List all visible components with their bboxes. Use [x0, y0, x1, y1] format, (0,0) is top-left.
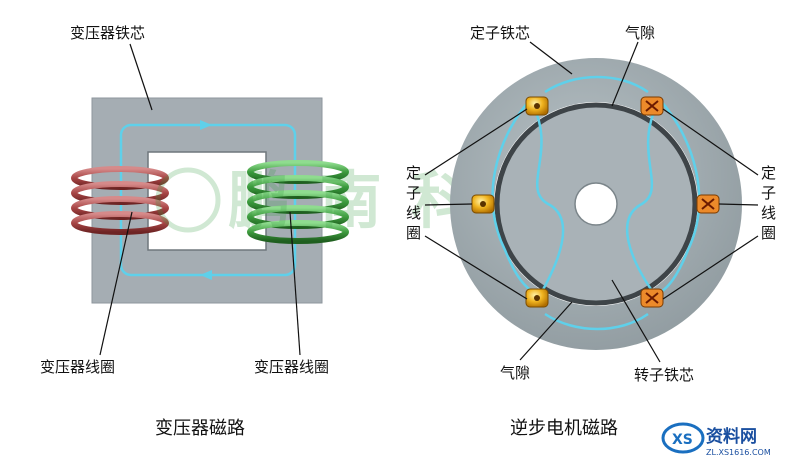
svg-text:圈: 圈 [406, 224, 421, 242]
rotor-core-label: 转子铁芯 [634, 366, 694, 384]
cross-icon [701, 198, 715, 210]
flux-arrow-bottom [200, 270, 212, 280]
transformer-right-coil [247, 160, 383, 244]
transformer-core-window [147, 151, 267, 251]
motor-diagram: 定子铁芯 气隙 气隙 转子铁芯 定 子 线 圈 定 子 线 圈 逆步电机磁路 [406, 24, 776, 439]
dot-icon [534, 295, 540, 301]
transformer-core-label: 变压器铁芯 [70, 24, 145, 42]
core-leader-line [129, 43, 153, 111]
dot-icon [480, 201, 486, 207]
brand-logo-icon [661, 422, 705, 454]
motor-caption: 逆步电机磁路 [510, 418, 618, 439]
stator-coil-left-top [525, 96, 549, 116]
stator-coil-left-label: 定 子 线 圈 [406, 164, 421, 242]
stator-coil-right-mid [696, 194, 720, 214]
right-coil-leader-line [289, 211, 301, 356]
stator-coil-right-label: 定 子 线 圈 [761, 164, 776, 242]
watermark-logo-icon [155, 167, 221, 233]
transformer-caption: 变压器磁路 [155, 418, 245, 439]
motor-leader-lines [424, 41, 759, 363]
rotor-shaft-hole [574, 182, 618, 226]
transformer-left-coil [33, 165, 169, 239]
dot-icon [534, 103, 540, 109]
transformer-right-coil-label: 变压器线圈 [254, 358, 329, 376]
svg-text:定: 定 [761, 164, 776, 182]
brand-watermark: XS 资料网 ZL.XS1616.COM [661, 422, 771, 457]
cross-icon [645, 292, 659, 304]
brand-name: 资料网 [706, 426, 757, 447]
svg-text:线: 线 [406, 204, 421, 222]
svg-text:线: 线 [761, 204, 776, 222]
transformer-left-coil-label: 变压器线圈 [40, 358, 115, 376]
brand-logo-letters: XS [672, 432, 693, 448]
stator-coil-left-bottom [525, 288, 549, 308]
air-gap-top-label: 气隙 [625, 24, 655, 42]
transformer-diagram: 变压器铁芯 变压器线圈 变压器线圈 变压器磁路 [33, 24, 383, 439]
air-gap-bottom-label: 气隙 [500, 364, 530, 382]
svg-text:圈: 圈 [761, 224, 776, 242]
stator-core-label: 定子铁芯 [470, 24, 530, 42]
brand-url: ZL.XS1616.COM [706, 448, 771, 457]
cross-icon [645, 100, 659, 112]
stator-coil-right-top [640, 96, 664, 116]
stator-coil-left-mid [471, 194, 495, 214]
svg-text:定: 定 [406, 164, 421, 182]
svg-text:子: 子 [406, 184, 421, 202]
stator-coil-right-bottom [640, 288, 664, 308]
motor-flux-paths [491, 75, 701, 331]
left-coil-leader-line [99, 211, 133, 356]
svg-text:子: 子 [761, 184, 776, 202]
flux-arrow-top [200, 120, 212, 130]
